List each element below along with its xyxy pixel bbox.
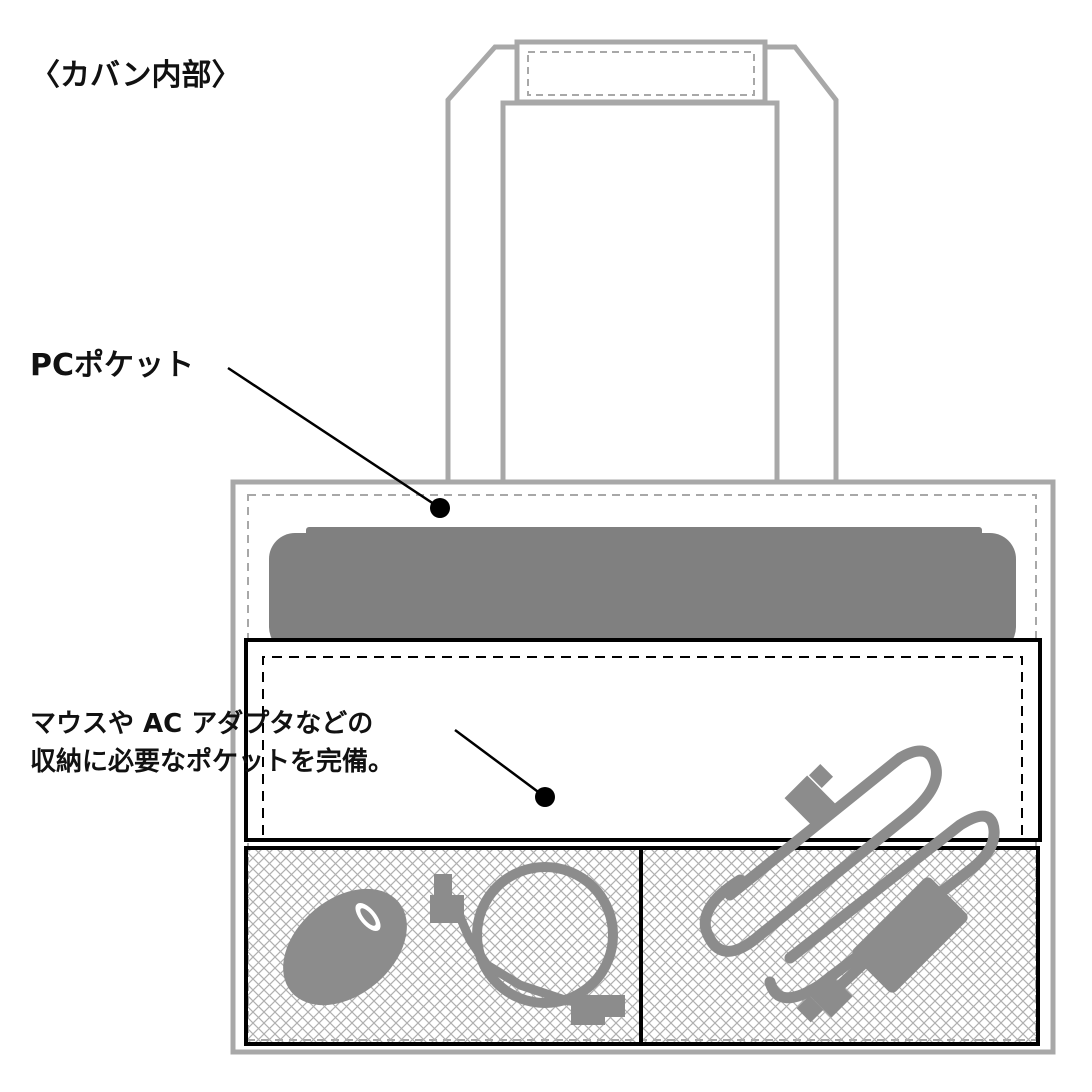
bag-handle xyxy=(445,39,839,482)
mouse-icon xyxy=(283,888,407,1006)
accessory-label-line2: 収納に必要なポケットを完備。 xyxy=(30,747,395,777)
accessory-label-line1: マウスや AC アダプタなどの xyxy=(30,709,374,739)
pc-pocket-label: PCポケット xyxy=(30,348,195,383)
laptop xyxy=(269,527,1016,653)
accessory-pocket-leader xyxy=(454,728,555,807)
accessory-pocket-label: マウスや AC アダプタなどの 収納に必要なポケットを完備。 xyxy=(30,705,394,781)
page-title: 〈カバン内部〉 xyxy=(30,58,242,93)
pc-pocket-leader xyxy=(227,366,450,518)
usb-cable-icon xyxy=(430,862,625,1025)
mesh-pocket-right xyxy=(639,846,1040,1046)
accessory-pocket xyxy=(244,638,1042,842)
ac-adapter-body xyxy=(784,763,968,1023)
